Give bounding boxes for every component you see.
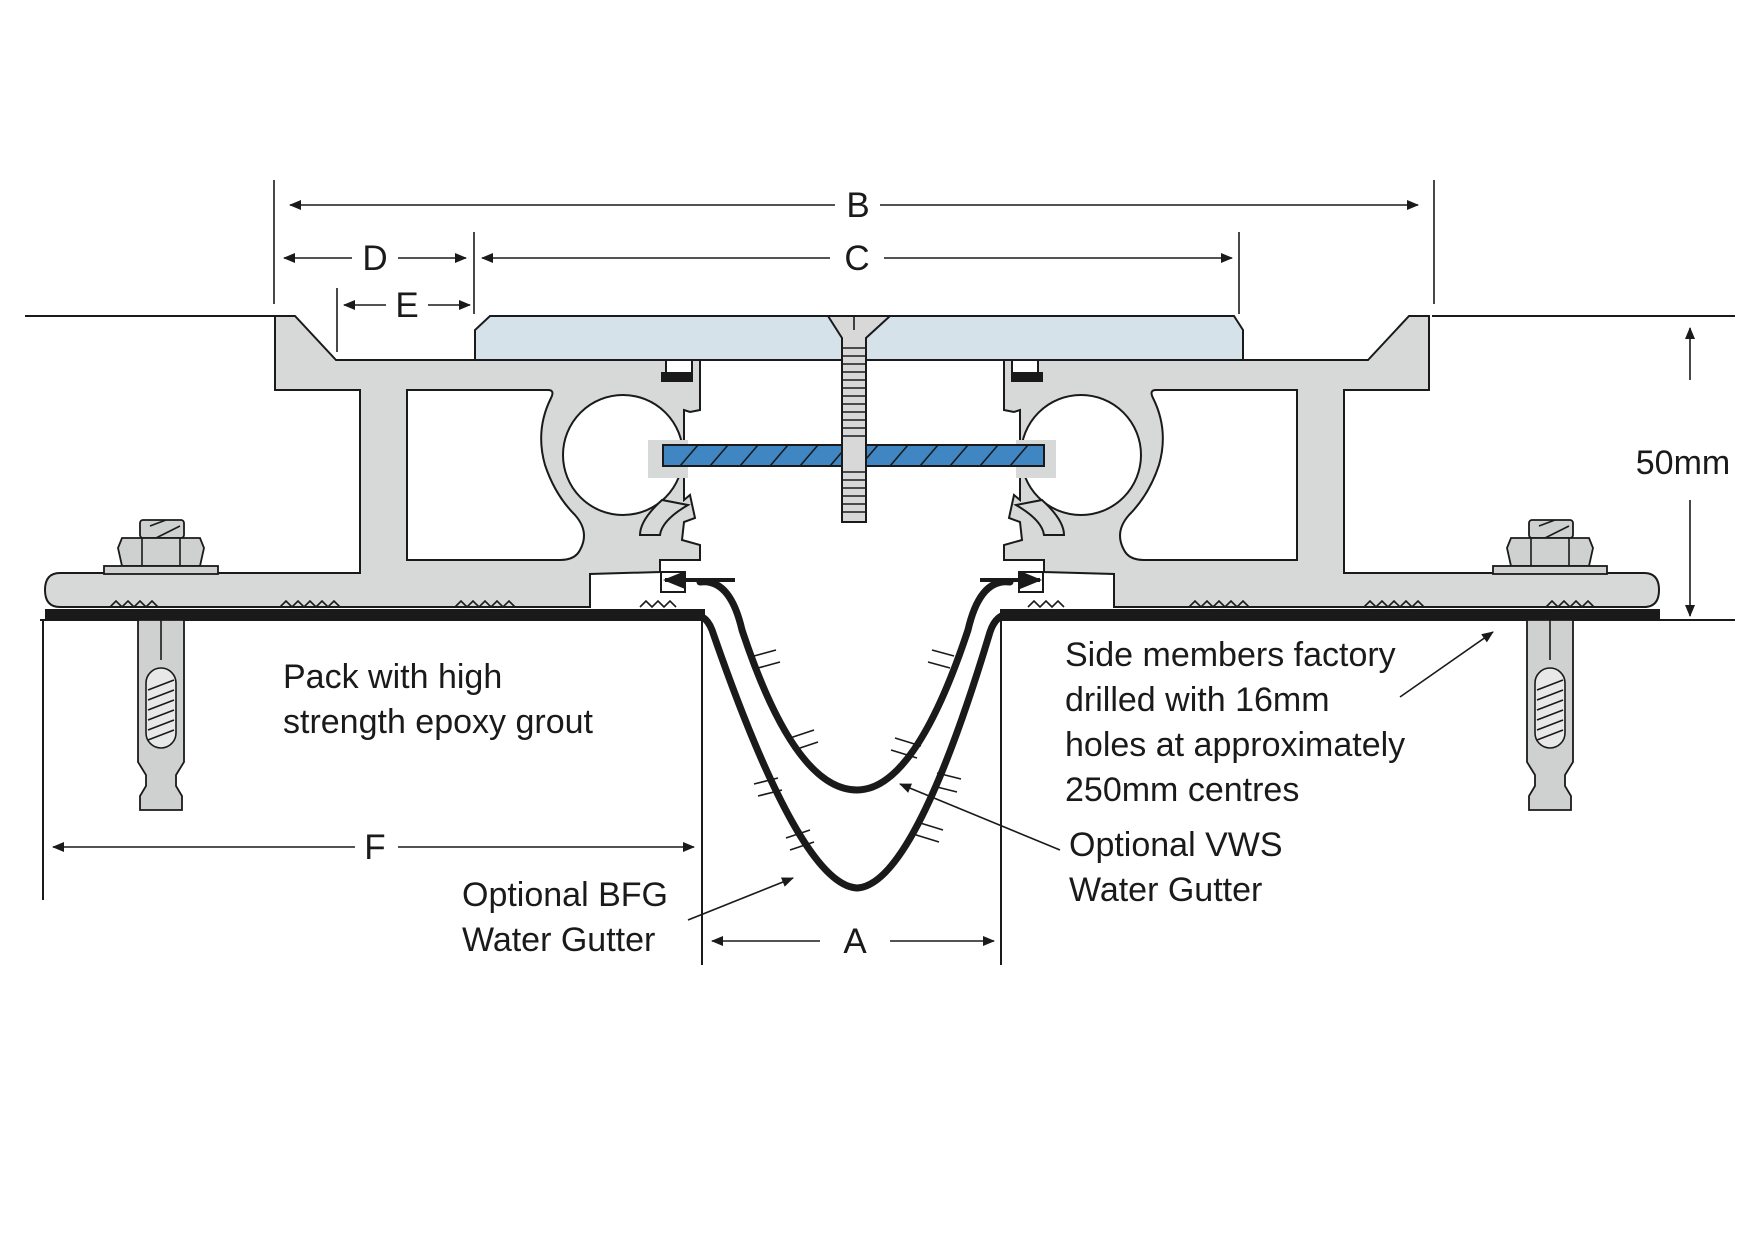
note-grout-line-2: strength epoxy grout: [283, 703, 594, 741]
bfg-water-gutter: [686, 610, 1014, 892]
extension-lines: [273, 180, 1435, 352]
note-bfg-line-1: Optional BFG: [462, 876, 668, 914]
note-vws: Optional VWS Water Gutter: [899, 783, 1283, 909]
dimension-a: A: [711, 922, 995, 961]
note-grout: Pack with high strength epoxy grout: [283, 658, 594, 741]
note-side-members-line-1: Side members factory: [1065, 636, 1396, 674]
note-vws-line-1: Optional VWS: [1069, 826, 1283, 864]
dimension-label-c: C: [844, 239, 869, 278]
dimension-c: C: [481, 239, 1233, 278]
note-bfg-line-2: Water Gutter: [462, 921, 655, 959]
right-anchor-bolt: [1492, 519, 1608, 811]
note-side-members-line-2: drilled with 16mm: [1065, 681, 1330, 719]
countersunk-screw: [826, 315, 893, 523]
note-grout-line-1: Pack with high: [283, 658, 502, 696]
dimension-label-b: B: [846, 186, 869, 225]
dimension-label-f: F: [364, 828, 385, 867]
note-vws-line-2: Water Gutter: [1069, 871, 1262, 909]
substrate: [25, 315, 1735, 965]
left-anchor-bolt: [103, 519, 219, 811]
bedding-strip: [45, 609, 1660, 620]
dimension-height: 50mm: [1636, 327, 1730, 617]
dimension-b: B: [289, 186, 1419, 225]
note-side-members-line-3: holes at approximately: [1065, 726, 1405, 764]
dimension-e: E: [343, 286, 471, 325]
note-bfg: Optional BFG Water Gutter: [462, 876, 794, 959]
dimension-label-a: A: [843, 922, 867, 961]
left-side-member: [43, 315, 701, 609]
dimension-f: F: [52, 828, 695, 867]
vws-water-gutter: [663, 571, 1042, 794]
dimension-label-d: D: [362, 239, 387, 278]
note-side-members-line-4: 250mm centres: [1065, 771, 1299, 809]
dimension-label-height: 50mm: [1636, 444, 1730, 482]
dimension-d: D: [283, 239, 467, 278]
note-side-members: Side members factory drilled with 16mm h…: [1065, 631, 1494, 809]
dimension-label-e: E: [395, 286, 418, 325]
